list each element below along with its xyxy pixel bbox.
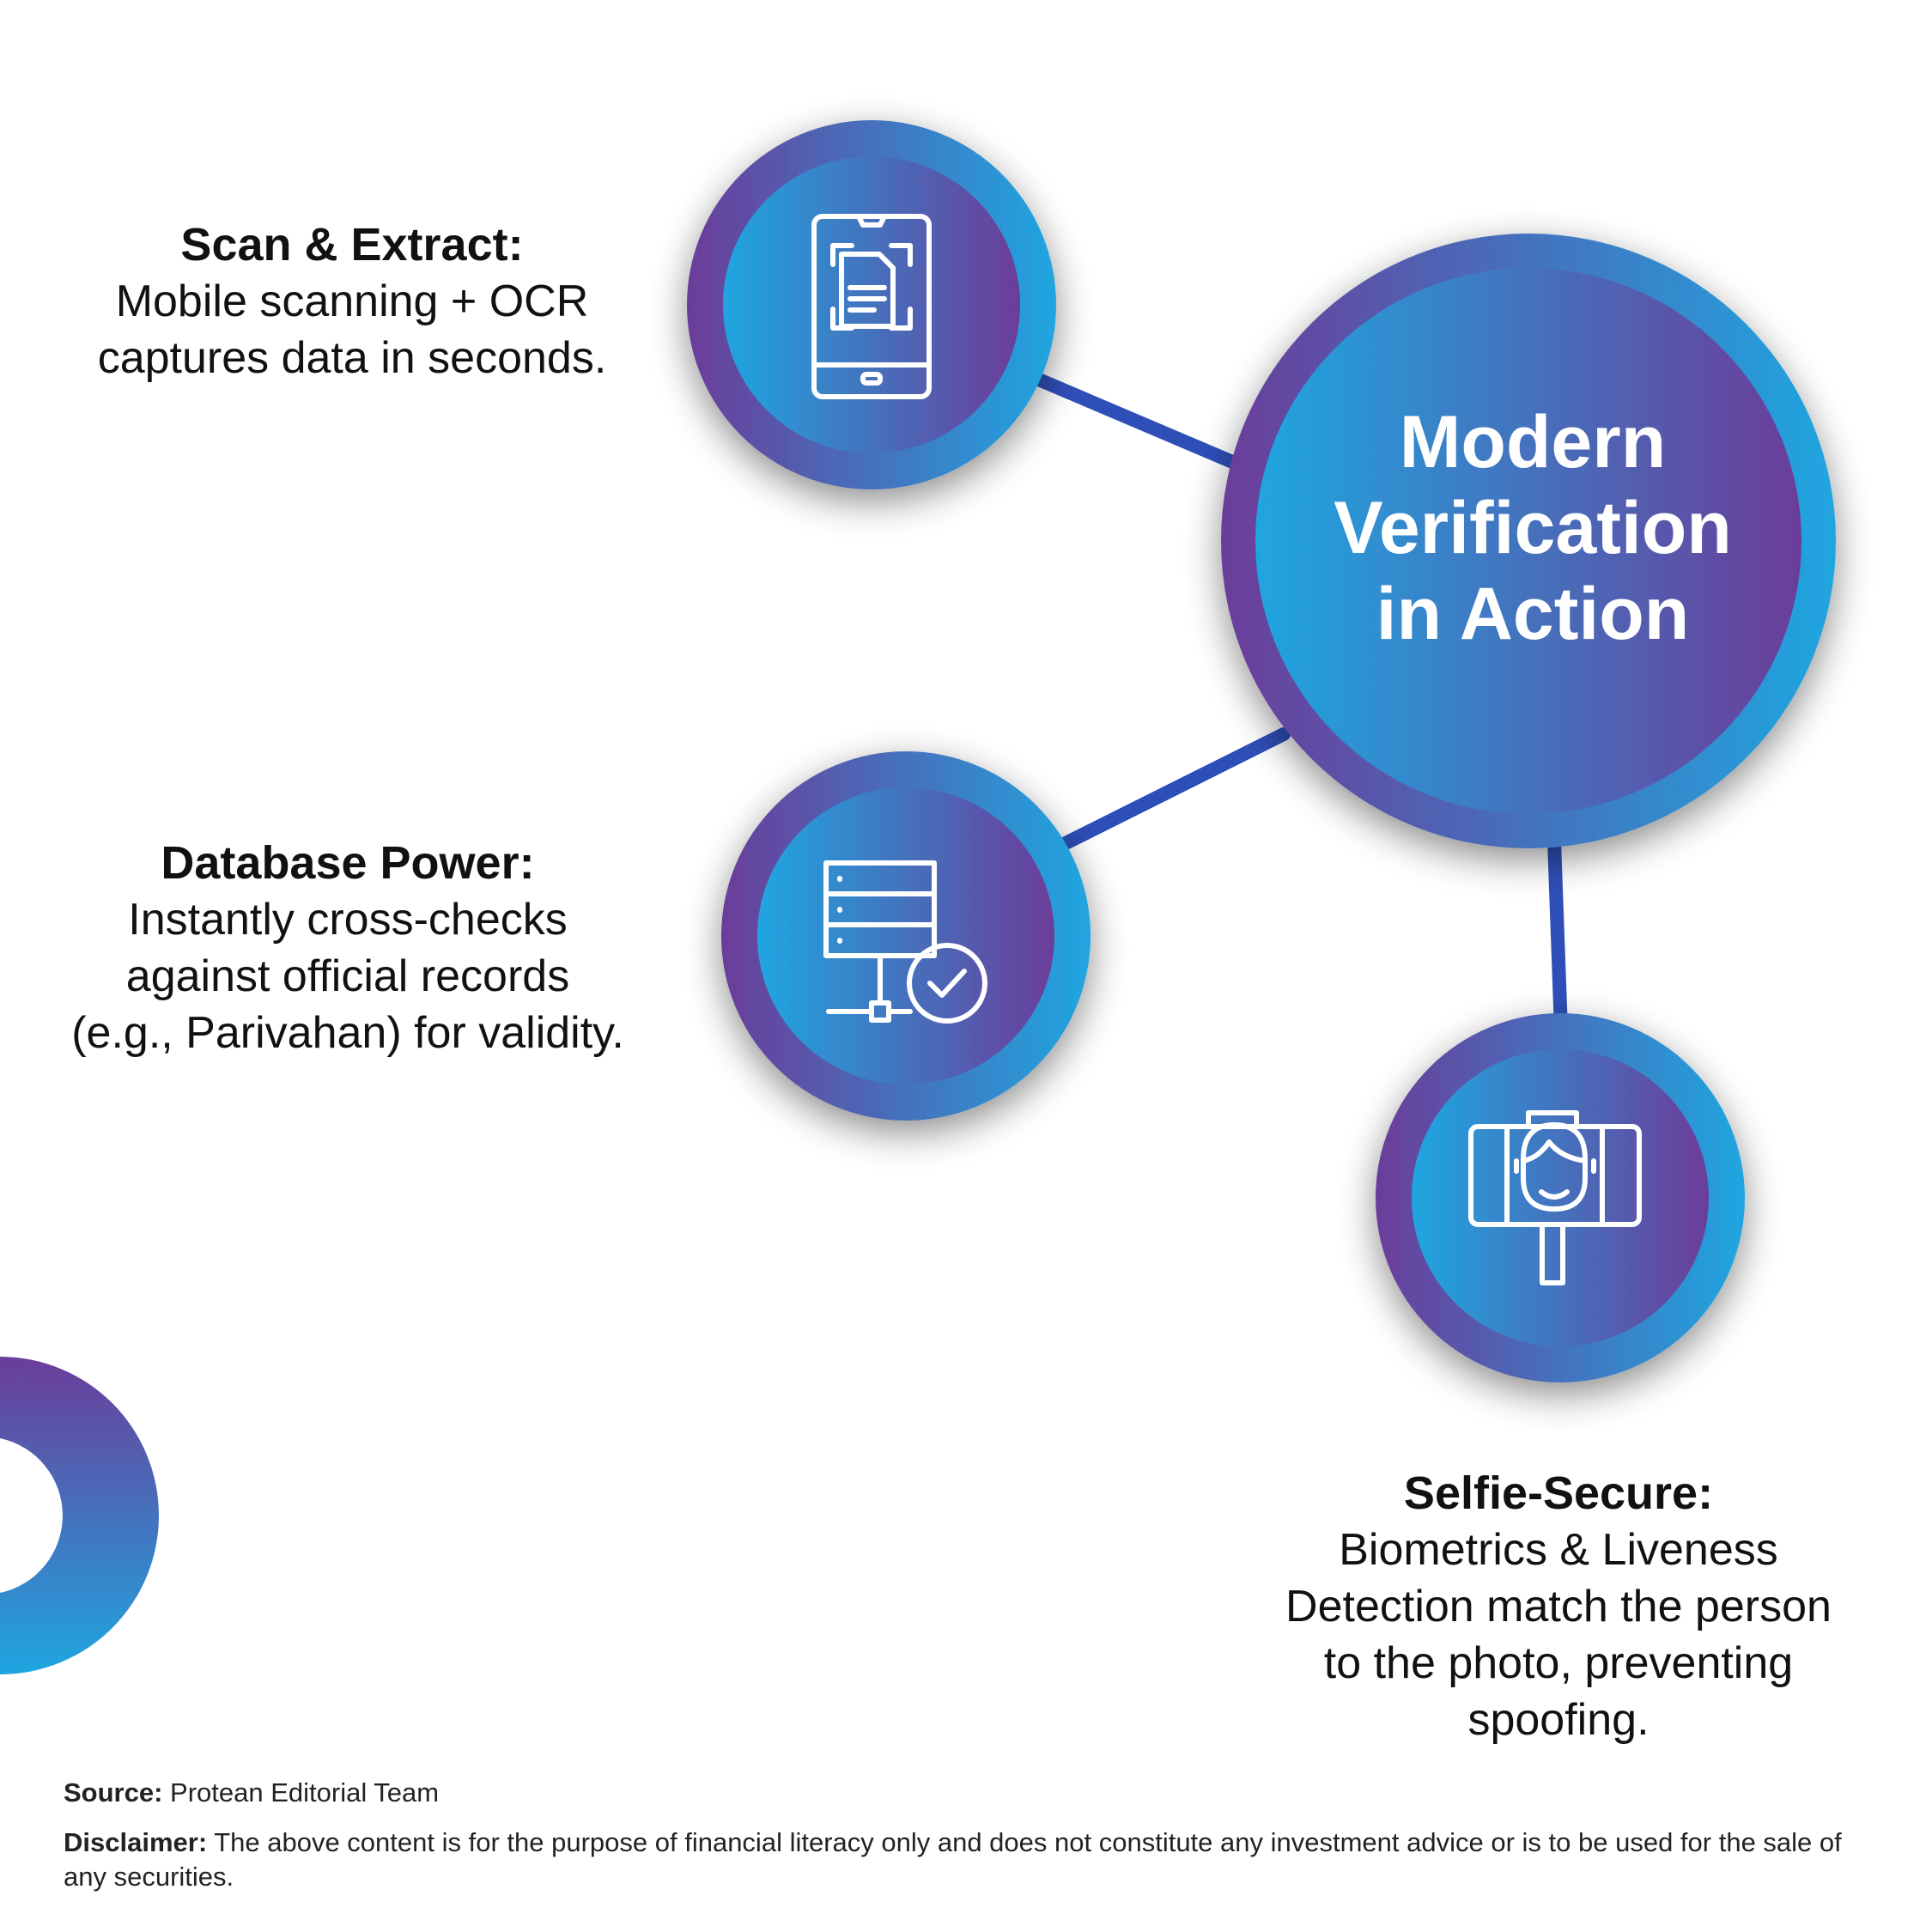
selfie-text-line2: Detection match the person xyxy=(1285,1582,1832,1631)
connector-selfie xyxy=(1547,835,1568,1037)
disclaimer: Disclaimer: The above content is for the… xyxy=(64,1826,1884,1894)
source-text: Protean Editorial Team xyxy=(170,1777,440,1807)
connector-scan xyxy=(1028,371,1243,471)
selfie-stick-icon xyxy=(1468,1110,1642,1285)
center-title: Modern Verification in Action xyxy=(1258,399,1807,657)
database-text-line1: Instantly cross-checks xyxy=(128,895,568,945)
scan-text-line2: captures data in seconds. xyxy=(97,333,607,383)
selfie-text-line1: Biometrics & Liveness xyxy=(1339,1525,1778,1575)
disclaimer-label: Disclaimer: xyxy=(64,1827,208,1857)
selfie-text-line3: to the photo, preventing xyxy=(1323,1638,1794,1688)
source-line: Source: Protean Editorial Team xyxy=(64,1776,1884,1810)
database-text-line2: against official records xyxy=(125,951,570,1001)
scan-title: Scan & Extract: xyxy=(180,219,524,270)
scan-label: Scan & Extract: Mobile scanning + OCR ca… xyxy=(34,216,670,386)
disclaimer-text: The above content is for the purpose of … xyxy=(64,1827,1842,1892)
database-node xyxy=(721,751,1091,1121)
database-title: Database Power: xyxy=(161,837,535,889)
selfie-label: Selfie-Secure: Biometrics & Liveness Det… xyxy=(1219,1465,1898,1748)
connectors xyxy=(1028,371,1568,1037)
database-check-icon xyxy=(823,860,987,1024)
selfie-title: Selfie-Secure: xyxy=(1403,1467,1714,1519)
connector-database xyxy=(1054,727,1291,853)
center-title-line2: Verification xyxy=(1334,487,1732,569)
center-node xyxy=(1221,234,1836,848)
selfie-text-line4: spoofing. xyxy=(1467,1695,1649,1745)
database-text-line3: (e.g., Parivahan) for validity. xyxy=(71,1008,624,1058)
center-title-line1: Modern xyxy=(1399,401,1667,483)
center-title-line3: in Action xyxy=(1376,573,1690,655)
scan-node xyxy=(687,120,1056,489)
database-label: Database Power: Instantly cross-checks a… xyxy=(17,835,678,1061)
decorative-ring xyxy=(0,1357,159,1674)
scan-text-line1: Mobile scanning + OCR xyxy=(115,276,589,326)
phone-scan-icon xyxy=(811,214,932,399)
source-label: Source: xyxy=(64,1777,163,1807)
